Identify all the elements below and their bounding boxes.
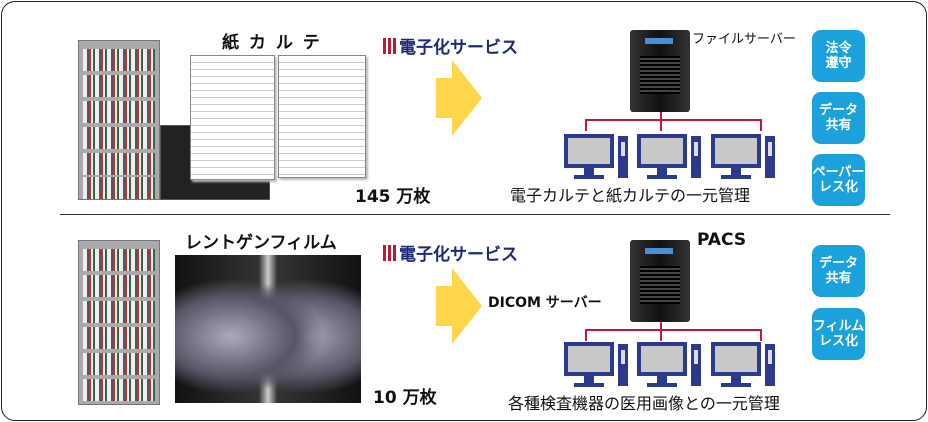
service-logo: 電子化サービス xyxy=(383,33,518,58)
divider xyxy=(60,214,890,215)
document-shelf xyxy=(78,40,160,200)
pacs-title: PACS xyxy=(697,230,747,250)
server-label: ファイルサーバー xyxy=(692,32,796,47)
network-line xyxy=(760,119,762,131)
logo-text: 電子化サービス xyxy=(399,245,518,265)
badge-paperless: ペーパー レス化 xyxy=(812,154,865,206)
sheet-count: 145 万枚 xyxy=(355,187,431,207)
section-title: 紙 カ ル テ xyxy=(222,33,322,53)
network-line xyxy=(585,329,762,331)
computer-icon xyxy=(564,342,634,390)
file-server-icon xyxy=(630,30,690,112)
arrow-right-icon xyxy=(436,268,482,344)
network-line xyxy=(660,112,662,120)
badge-data-sharing: データ 共有 xyxy=(812,245,865,297)
network-line xyxy=(585,119,762,121)
network-line xyxy=(660,119,662,131)
paper-chart-form xyxy=(190,55,275,180)
service-logo: 電子化サービス xyxy=(383,240,518,265)
network-line xyxy=(660,322,662,330)
arrow-right-icon xyxy=(436,60,482,136)
server-label: DICOM サーバー xyxy=(488,295,602,311)
computer-icon xyxy=(637,342,707,390)
caption: 電子カルテと紙カルテの一元管理 xyxy=(510,186,751,205)
paper-chart-blank xyxy=(278,55,366,178)
dicom-server-icon xyxy=(630,240,690,322)
badge-filmless: フィルム レス化 xyxy=(812,308,865,360)
network-line xyxy=(585,119,587,131)
computer-icon xyxy=(637,134,707,182)
film-count: 10 万枚 xyxy=(373,388,437,408)
badge-data-sharing: データ 共有 xyxy=(812,92,865,144)
film-shelf xyxy=(78,240,160,405)
computer-icon xyxy=(564,134,634,182)
computer-icon xyxy=(711,134,781,182)
section-title: レントゲンフィルム xyxy=(185,233,337,253)
network-line xyxy=(660,329,662,341)
caption: 各種検査機器の医用画像との一元管理 xyxy=(508,394,780,413)
network-line xyxy=(585,329,587,341)
logo-text: 電子化サービス xyxy=(399,38,518,58)
badge-compliance: 法令 遵守 xyxy=(812,30,865,82)
xray-film-image xyxy=(175,255,361,403)
computer-icon xyxy=(711,342,781,390)
network-line xyxy=(760,329,762,341)
